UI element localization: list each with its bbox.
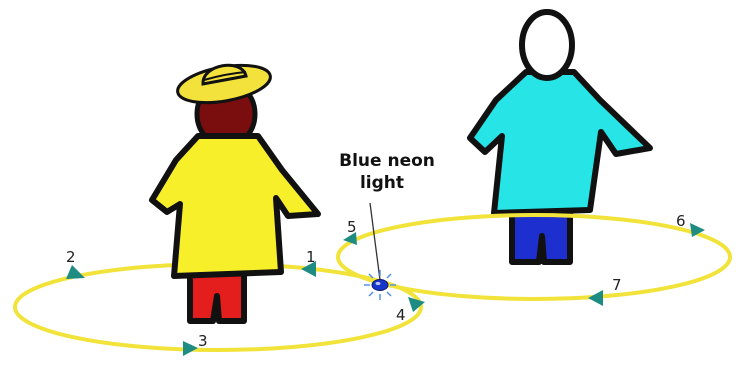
- marker-5: 5: [347, 218, 357, 236]
- marker-4: 4: [396, 306, 406, 324]
- man-shirt: [470, 72, 650, 213]
- man-icon: [470, 12, 650, 262]
- marker-6: 6: [676, 212, 686, 230]
- hat-icon: [175, 59, 273, 109]
- marker-1: 1: [306, 248, 316, 266]
- triangle-arrow-icon: [66, 265, 85, 279]
- woman-with-hat-icon: [152, 59, 318, 321]
- annotation-line-2: light: [360, 173, 404, 193]
- man-head: [522, 12, 572, 78]
- triangle-arrow-icon: [183, 341, 198, 356]
- woman-dress: [152, 136, 318, 276]
- triangle-arrow-icon: [588, 290, 603, 306]
- blue-neon-light-icon: [364, 270, 396, 300]
- marker-2: 2: [66, 248, 76, 266]
- marker-7: 7: [612, 276, 622, 294]
- annotation-pointer-line: [370, 203, 380, 280]
- annotation-line-1: Blue neon: [339, 151, 435, 171]
- marker-3: 3: [198, 332, 208, 350]
